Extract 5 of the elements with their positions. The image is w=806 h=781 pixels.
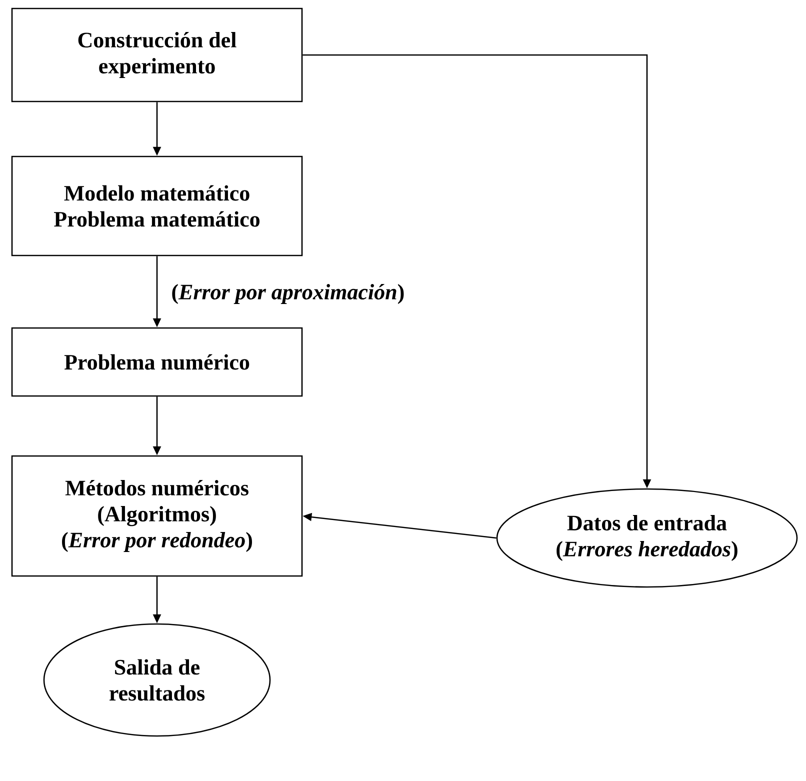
process-box: Problema numérico (11, 327, 303, 397)
process-box: Métodos numéricos (Algoritmos) (Error por redondeo) (11, 455, 303, 577)
process-box: Construcción del experimento (11, 8, 303, 102)
edge-label: (Error por aproximación) (170, 283, 406, 305)
process-box: Modelo matemático Problema matemático (11, 156, 303, 256)
